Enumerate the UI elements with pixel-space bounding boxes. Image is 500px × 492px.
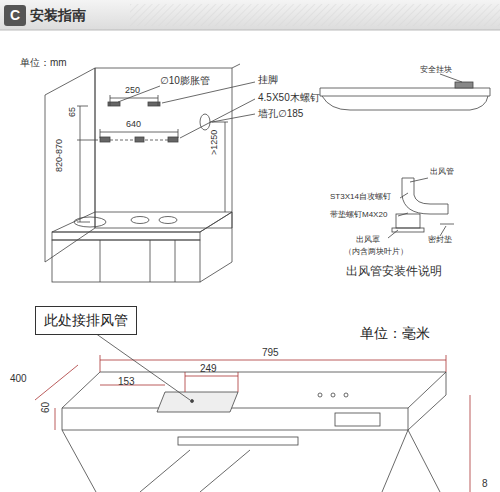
figure-caption: 出风管安装件说明: [346, 265, 442, 278]
dimension: 820-870: [55, 139, 65, 172]
dimension: 60: [40, 402, 51, 413]
part-name: ∅10膨胀管: [160, 75, 210, 86]
callout-text: 此处接排风管: [44, 311, 128, 329]
page-title: 安装指南: [30, 8, 86, 23]
unit-note: 单位：毫米: [360, 326, 430, 341]
part-name: 挂脚: [258, 74, 278, 85]
part-name: 墙孔∅185: [258, 108, 303, 119]
part-name: 密封垫: [428, 236, 452, 245]
dimension: 640: [126, 120, 141, 130]
dimension: 8: [482, 478, 488, 489]
dimension: 65: [68, 107, 78, 117]
part-name: ST3X14自攻螺钉: [330, 193, 391, 202]
part-name: 出风管: [430, 168, 454, 177]
section-letter: C: [10, 8, 20, 23]
dimension: 250: [125, 86, 140, 96]
part-name: 安全挂块: [420, 66, 452, 75]
part-name: 4.5X50木螺钉: [258, 92, 320, 103]
part-name: 出风罩: [356, 236, 380, 245]
callout-box: 此处接排风管: [35, 306, 137, 335]
dimension: 795: [262, 347, 279, 358]
dimension: >1250: [210, 130, 220, 155]
dimension: 400: [10, 373, 27, 384]
part-note: （内含两块叶片）: [344, 248, 408, 257]
dimension: 153: [118, 376, 135, 387]
dimension: 249: [200, 363, 217, 374]
unit-note: 单位：mm: [20, 57, 67, 68]
part-name: 带垫螺钉M4X20: [330, 211, 387, 220]
